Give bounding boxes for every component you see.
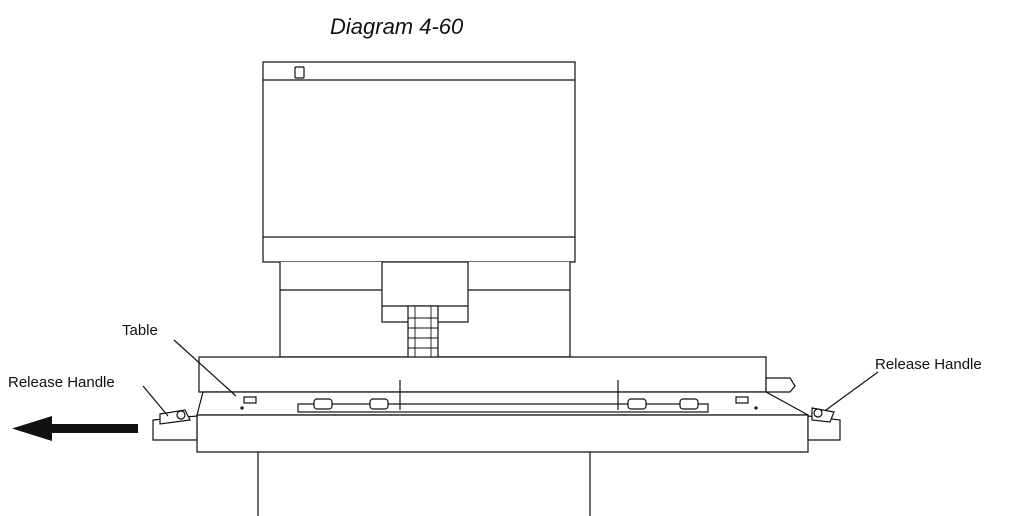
table-label: Table: [122, 322, 158, 339]
release-handle-right-label: Release Handle: [875, 356, 982, 373]
table-back-rail: [198, 356, 796, 393]
release-handle-right: [807, 371, 879, 441]
machine-base: [257, 452, 591, 516]
table: [173, 339, 809, 453]
pull-direction-arrow: [12, 416, 138, 441]
diagram-title: Diagram 4-60: [330, 14, 464, 39]
machine-head: [262, 61, 576, 263]
release-handle-left-label: Release Handle: [8, 374, 115, 391]
release-handle-left: [142, 385, 198, 441]
switch-icon: [294, 66, 305, 79]
